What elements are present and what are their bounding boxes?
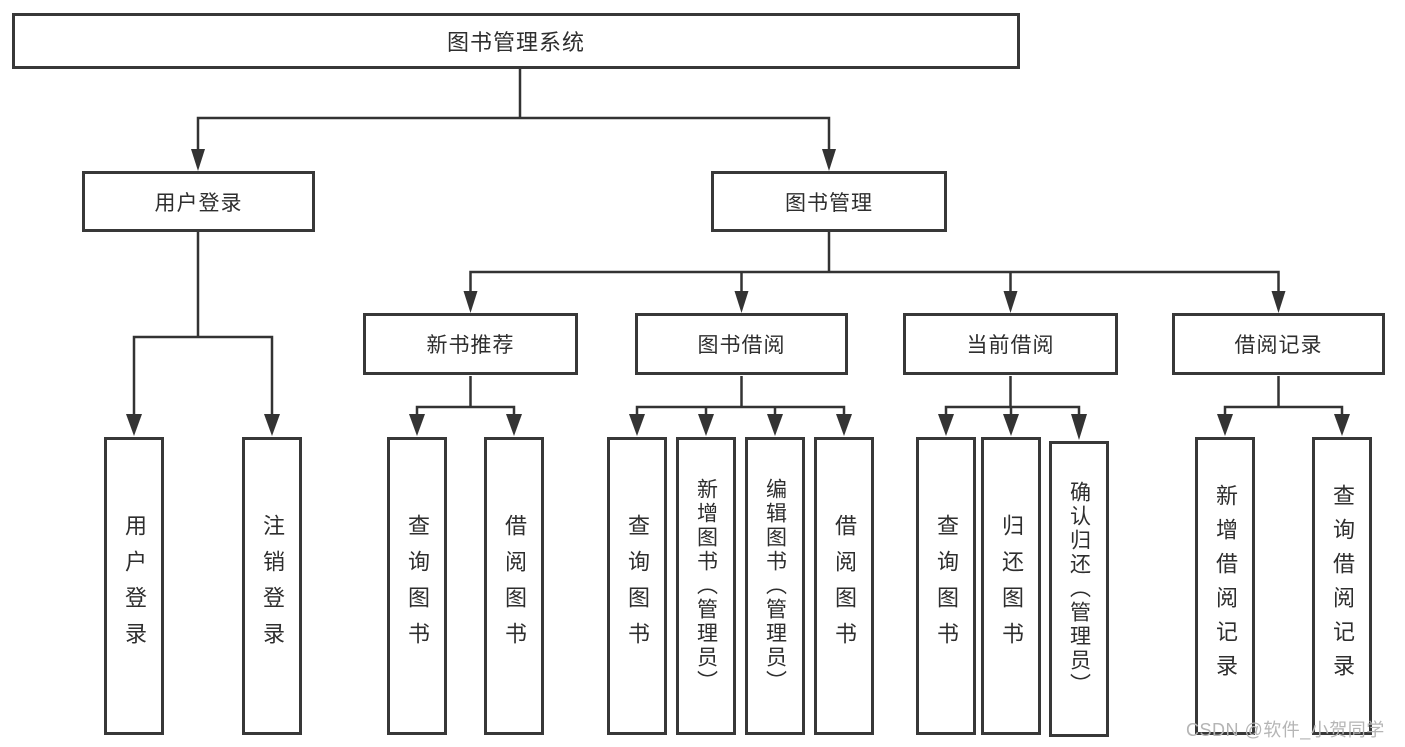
node-leaf-query-books-recommend: 查询图书: [387, 437, 447, 735]
leaf-label: 查询图书: [625, 514, 650, 658]
node-leaf-confirm-return-admin: 确认归还（管理员）: [1049, 441, 1109, 737]
leaf-label: 注销登录: [260, 514, 285, 658]
node-leaf-logout: 注销登录: [242, 437, 302, 735]
node-leaf-return-books: 归还图书: [981, 437, 1041, 735]
leaf-label: 编辑图书（管理员）: [763, 478, 787, 694]
node-current-borrowing: 当前借阅: [903, 313, 1118, 375]
node-leaf-edit-books-admin: 编辑图书（管理员）: [745, 437, 805, 735]
leaf-label: 借阅图书: [832, 514, 857, 658]
node-leaf-query-books-current: 查询图书: [916, 437, 976, 735]
node-leaf-borrow-books-recommend: 借阅图书: [484, 437, 544, 735]
node-leaf-borrow-books: 借阅图书: [814, 437, 874, 735]
node-leaf-query-books-borrowing: 查询图书: [607, 437, 667, 735]
node-book-management: 图书管理: [711, 171, 947, 232]
leaf-label: 查询图书: [934, 514, 959, 658]
node-user-login: 用户登录: [82, 171, 315, 232]
leaf-label: 新增图书（管理员）: [694, 478, 718, 694]
node-leaf-user-login: 用户登录: [104, 437, 164, 735]
leaf-label: 借阅图书: [502, 514, 527, 658]
node-new-book-recommend: 新书推荐: [363, 313, 578, 375]
node-leaf-query-borrow-record: 查询借阅记录: [1312, 437, 1372, 735]
leaf-label: 确认归还（管理员）: [1067, 481, 1091, 697]
node-root: 图书管理系统: [12, 13, 1020, 69]
node-book-borrowing: 图书借阅: [635, 313, 848, 375]
leaf-label: 用户登录: [122, 514, 147, 658]
leaf-label: 查询图书: [405, 514, 430, 658]
leaf-label: 新增借阅记录: [1213, 484, 1238, 688]
node-borrowing-records: 借阅记录: [1172, 313, 1385, 375]
leaf-label: 归还图书: [999, 514, 1024, 658]
node-leaf-add-borrow-record: 新增借阅记录: [1195, 437, 1255, 735]
leaf-label: 查询借阅记录: [1330, 484, 1355, 688]
watermark: CSDN @软件_小贺同学: [1186, 720, 1385, 740]
node-leaf-add-books-admin: 新增图书（管理员）: [676, 437, 736, 735]
